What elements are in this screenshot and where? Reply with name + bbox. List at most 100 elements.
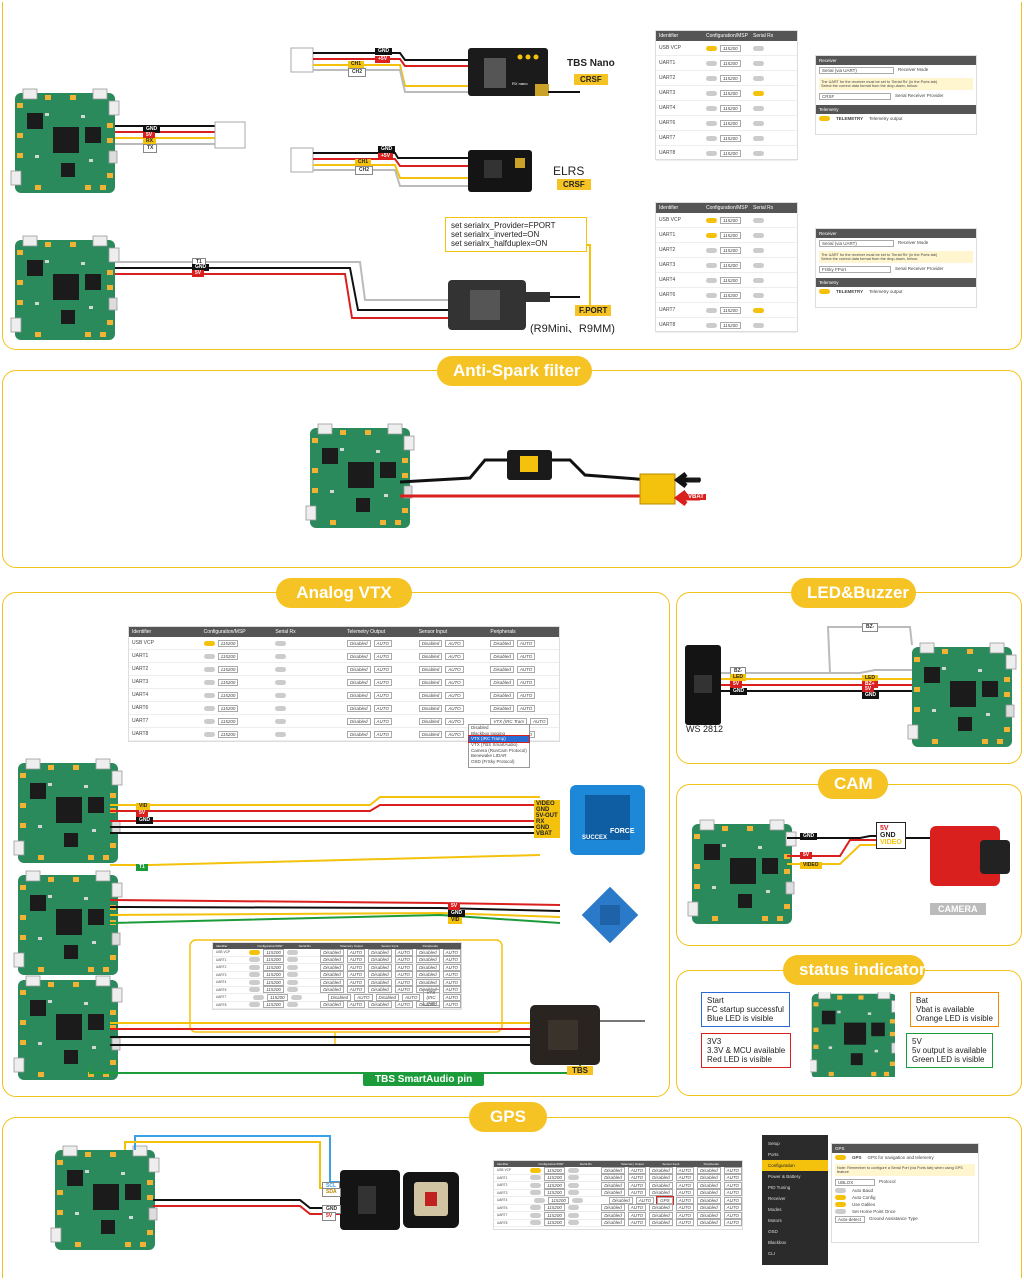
sensor-baud-select[interactable]: AUTO — [675, 1189, 695, 1197]
peripheral-select[interactable]: Disabled — [490, 678, 514, 686]
serial-rx-toggle[interactable] — [753, 307, 764, 313]
sidebar-menu-item[interactable]: Setup — [768, 1141, 780, 1146]
peripheral-baud-select[interactable]: AUTO — [516, 639, 536, 647]
sensor-select[interactable]: Disabled — [418, 704, 443, 712]
telemetry-baud-select[interactable]: AUTO — [346, 986, 366, 994]
peripheral-baud-select[interactable]: AUTO — [516, 691, 536, 699]
sensor-select[interactable]: Disabled — [368, 978, 392, 986]
baud-select[interactable]: 115200 — [217, 665, 239, 673]
baud-select[interactable]: 115200 — [544, 1219, 565, 1227]
baud-select[interactable]: 115200 — [720, 276, 741, 284]
peripheral-baud-select[interactable]: AUTO — [442, 963, 461, 971]
serial-rx-toggle[interactable] — [286, 957, 298, 963]
serial-rx-toggle[interactable] — [567, 1212, 579, 1218]
msp-toggle[interactable] — [530, 1220, 542, 1226]
baud-select[interactable]: 115200 — [263, 978, 284, 986]
telemetry-select[interactable]: Disabled — [601, 1189, 625, 1197]
peripheral-select[interactable]: Disabled — [697, 1181, 721, 1189]
baud-select[interactable]: 115200 — [263, 1001, 284, 1009]
peripheral-baud-select[interactable]: AUTO — [516, 665, 536, 673]
telemetry-toggle[interactable] — [819, 289, 830, 294]
baud-select[interactable]: 115200 — [217, 717, 239, 725]
telemetry-select[interactable]: Disabled — [347, 717, 371, 725]
msp-toggle[interactable] — [706, 90, 717, 96]
telemetry-select[interactable]: Disabled — [347, 691, 371, 699]
serial-rx-toggle[interactable] — [753, 120, 764, 126]
gps-option-toggle[interactable] — [835, 1195, 846, 1200]
telemetry-select[interactable]: Disabled — [601, 1211, 625, 1219]
msp-toggle[interactable] — [534, 1197, 546, 1203]
serial-rx-toggle[interactable] — [286, 949, 298, 955]
serial-rx-toggle[interactable] — [275, 705, 287, 711]
peripheral-baud-select[interactable]: AUTO — [530, 717, 549, 725]
sensor-baud-select[interactable]: AUTO — [675, 1174, 695, 1182]
sensor-baud-select[interactable]: AUTO — [675, 1166, 695, 1174]
sidebar-menu-item[interactable]: Ports — [768, 1152, 779, 1157]
baud-select[interactable]: 115200 — [720, 149, 741, 157]
msp-toggle[interactable] — [706, 247, 717, 253]
msp-toggle[interactable] — [706, 307, 717, 313]
baud-select[interactable]: 115200 — [217, 691, 239, 699]
peripheral-select[interactable]: Disabled — [697, 1219, 721, 1227]
serial-rx-toggle[interactable] — [753, 75, 764, 81]
sensor-baud-select[interactable]: AUTO — [394, 948, 414, 956]
sensor-baud-select[interactable]: AUTO — [675, 1211, 695, 1219]
peripheral-baud-select[interactable]: AUTO — [442, 956, 461, 964]
sensor-baud-select[interactable]: AUTO — [445, 704, 464, 712]
telemetry-baud-select[interactable]: AUTO — [627, 1166, 647, 1174]
peripheral-baud-select[interactable]: AUTO — [723, 1211, 742, 1219]
telemetry-select[interactable]: Disabled — [347, 639, 371, 647]
telemetry-baud-select[interactable]: AUTO — [373, 665, 392, 673]
telemetry-baud-select[interactable]: AUTO — [627, 1219, 647, 1227]
baud-select[interactable]: 115200 — [263, 986, 284, 994]
serial-rx-toggle[interactable] — [753, 105, 764, 111]
sensor-select[interactable]: Disabled — [368, 956, 392, 964]
serial-rx-toggle[interactable] — [567, 1220, 579, 1226]
menu-option[interactable]: Disabled — [471, 725, 489, 730]
baud-select[interactable]: 115200 — [266, 993, 288, 1001]
msp-toggle[interactable] — [706, 45, 717, 51]
baud-select[interactable]: 115200 — [544, 1204, 565, 1212]
gps-toggle[interactable] — [835, 1155, 846, 1160]
msp-toggle[interactable] — [249, 957, 261, 963]
baud-select[interactable]: 115200 — [217, 730, 239, 738]
msp-toggle[interactable] — [203, 718, 215, 724]
msp-toggle[interactable] — [249, 949, 261, 955]
serial-rx-toggle[interactable] — [753, 150, 764, 156]
baud-select[interactable]: 115200 — [720, 119, 741, 127]
peripheral-select[interactable]: VTX (IRC Tram — [423, 988, 440, 1006]
sensor-baud-select[interactable]: AUTO — [445, 717, 464, 725]
baud-select[interactable]: 115200 — [720, 246, 741, 254]
msp-toggle[interactable] — [249, 979, 261, 985]
telemetry-select[interactable]: Disabled — [347, 730, 371, 738]
gps-protocol-select[interactable]: UBLOX — [835, 1179, 875, 1186]
sensor-baud-select[interactable]: AUTO — [394, 971, 414, 979]
menu-option[interactable]: Blackbox logging — [471, 730, 506, 736]
telemetry-baud-select[interactable]: AUTO — [627, 1204, 647, 1212]
sidebar-menu-item[interactable]: Power & Battery — [768, 1174, 801, 1179]
sensor-select[interactable]: Disabled — [418, 652, 443, 660]
msp-toggle[interactable] — [530, 1182, 542, 1188]
sensor-select[interactable]: Disabled — [368, 1001, 392, 1009]
sensor-select[interactable]: Disabled — [649, 1204, 673, 1212]
serial-rx-toggle[interactable] — [286, 987, 298, 993]
telemetry-select[interactable]: Disabled — [347, 678, 371, 686]
telemetry-baud-select[interactable]: AUTO — [373, 691, 392, 699]
telemetry-select[interactable]: Disabled — [601, 1174, 625, 1182]
serial-rx-toggle[interactable] — [286, 1002, 298, 1008]
peripheral-baud-select[interactable]: AUTO — [516, 704, 536, 712]
peripherals-dropdown-menu[interactable]: Disabled Blackbox logging VTX (IRC Tramp… — [468, 724, 530, 768]
msp-toggle[interactable] — [706, 232, 717, 238]
msp-toggle[interactable] — [203, 731, 215, 737]
msp-toggle[interactable] — [203, 653, 215, 659]
peripheral-select[interactable]: Disabled — [416, 971, 440, 979]
peripheral-select[interactable]: Disabled — [697, 1189, 721, 1197]
peripheral-baud-select[interactable]: AUTO — [723, 1204, 742, 1212]
msp-toggle[interactable] — [706, 292, 717, 298]
serial-rx-toggle[interactable] — [753, 277, 764, 283]
telemetry-select[interactable]: Disabled — [320, 956, 344, 964]
msp-toggle[interactable] — [706, 135, 717, 141]
baud-select[interactable]: 115200 — [720, 306, 741, 314]
telemetry-baud-select[interactable]: AUTO — [346, 956, 366, 964]
peripheral-baud-select[interactable]: AUTO — [723, 1166, 742, 1174]
